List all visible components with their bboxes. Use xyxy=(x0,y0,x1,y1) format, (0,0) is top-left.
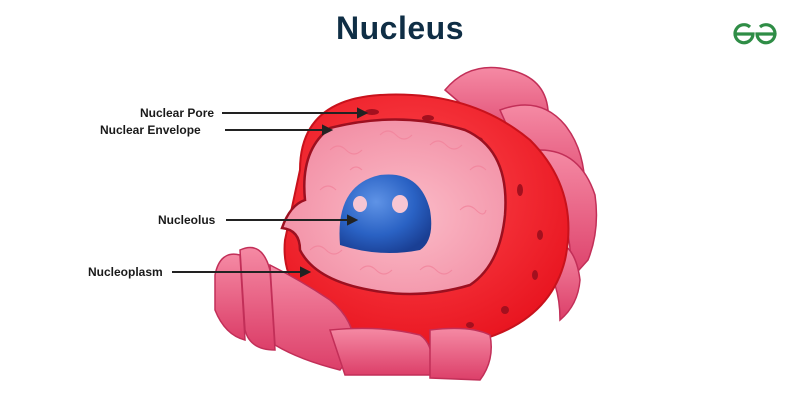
geeksforgeeks-logo-icon xyxy=(733,23,777,45)
label-nucleolus: Nucleolus xyxy=(158,213,216,227)
chromatin-lines xyxy=(309,130,487,275)
page-title: Nucleus xyxy=(336,10,464,46)
label-nuclear-envelope: Nuclear Envelope xyxy=(100,123,201,137)
label-nuclear-pore: Nuclear Pore xyxy=(140,106,215,120)
nucleolus-shape xyxy=(339,174,432,254)
endoplasmic-reticulum-left xyxy=(214,246,492,381)
label-arrows xyxy=(172,107,369,278)
label-nucleoplasm: Nucleoplasm xyxy=(88,265,163,279)
